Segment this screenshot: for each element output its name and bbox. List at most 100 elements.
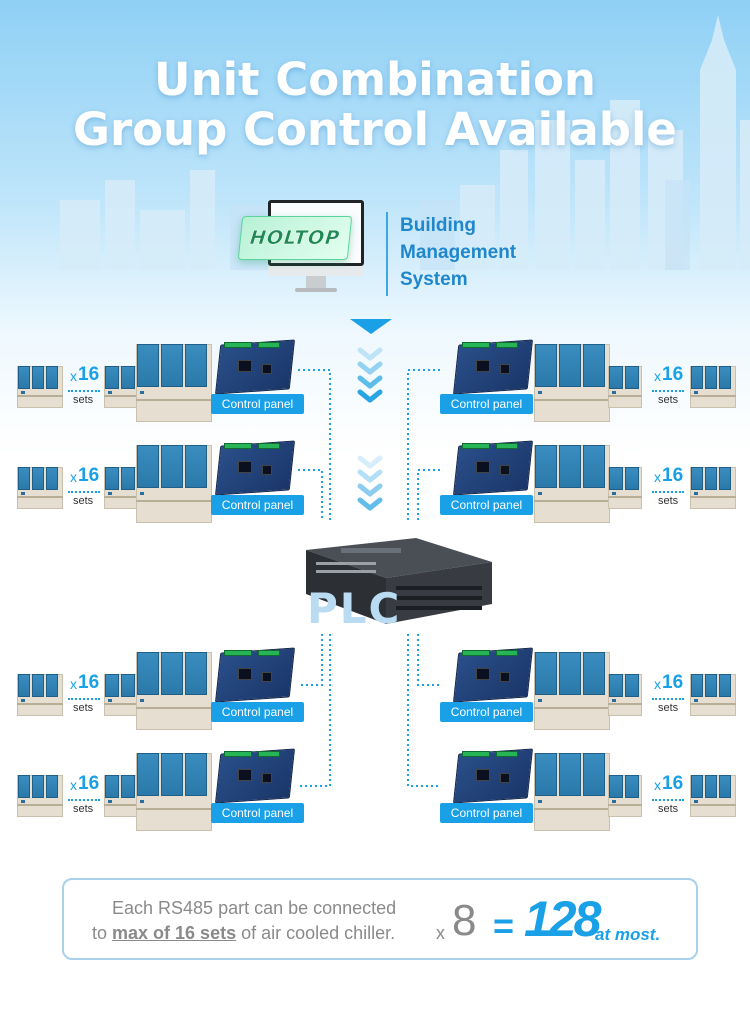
chiller-fan-panel (535, 652, 557, 695)
bms-monitor: HOLTOP (237, 196, 375, 298)
chiller-unit (534, 652, 610, 730)
formula-line-2-post: of air cooled chiller. (236, 923, 396, 943)
chiller-unit (136, 652, 212, 730)
multiplier-value: 16 (662, 773, 684, 794)
multiplier-unit: sets (73, 702, 94, 714)
control-board (214, 647, 296, 703)
chiller-unit (608, 467, 642, 509)
control-panel-label: Control panel (211, 803, 304, 823)
chiller-badge (694, 699, 698, 702)
chiller-badge (140, 699, 144, 702)
chiller-stripe (690, 395, 736, 397)
chiller-unit (136, 344, 212, 422)
board-terminal (462, 443, 490, 449)
chiller-fan-panel (161, 344, 183, 387)
chiller-unit (104, 366, 138, 408)
chiller-fan-panel (46, 775, 58, 798)
board-terminal (496, 342, 518, 348)
chiller-fan-panel (18, 775, 30, 798)
chiller-fan-panel (719, 775, 731, 798)
chiller-fan-panel (719, 366, 731, 389)
plc-device (306, 538, 492, 624)
chiller-fan-panel (105, 467, 119, 490)
chiller-unit (17, 775, 63, 817)
chiller-fan-panel (137, 652, 159, 695)
multiplier-unit: sets (658, 394, 679, 406)
headline: Unit Combination Group Control Available (0, 55, 750, 155)
multiplier-x: x (70, 777, 77, 793)
chiller-stripe (690, 703, 736, 705)
chiller-badge (108, 699, 112, 702)
chiller-badge (538, 699, 542, 702)
formula-suffix: at most. (595, 925, 661, 944)
chiller-badge (140, 800, 144, 803)
chiller-fan-panel (705, 674, 717, 697)
headline-line-1: Unit Combination (154, 53, 596, 106)
board-chip (476, 668, 490, 680)
chiller-fan-panel (18, 366, 30, 389)
chiller-unit (534, 753, 610, 831)
multiplier-dots (68, 390, 100, 392)
chiller-stripe (104, 395, 138, 397)
chiller-stripe (136, 707, 212, 709)
multiplier-value: 16 (662, 465, 684, 486)
chiller-fan-panel (719, 674, 731, 697)
board-terminal (258, 342, 280, 348)
chiller-stripe (534, 707, 610, 709)
board-terminal (258, 650, 280, 656)
chiller-fan-panel (105, 775, 119, 798)
chiller-stripe (534, 399, 610, 401)
chiller-badge (140, 492, 144, 495)
chiller-unit (17, 674, 63, 716)
board-terminal (462, 650, 490, 656)
chiller-stripe (136, 500, 212, 502)
chiller-fan-panel (161, 652, 183, 695)
chiller-badge (538, 492, 542, 495)
chiller-fan-panel (121, 366, 135, 389)
chiller-fan-panel (32, 366, 44, 389)
control-panel-label: Control panel (440, 702, 533, 722)
board-chip (262, 364, 272, 374)
chiller-stripe (136, 399, 212, 401)
bms-label-line: Building (400, 215, 476, 236)
control-panel-label: Control panel (440, 803, 533, 823)
board-chip (500, 465, 510, 475)
chiller-fan-panel (535, 753, 557, 796)
chiller-fan-panel (583, 753, 605, 796)
control-board (452, 647, 534, 703)
chiller-unit (136, 445, 212, 523)
chiller-fan-panel (18, 674, 30, 697)
board-terminal (462, 751, 490, 757)
board-chip (500, 364, 510, 374)
multiplier-unit: sets (658, 702, 679, 714)
city-skyline-background (60, 15, 750, 270)
chiller-fan-panel (185, 753, 207, 796)
chiller-stripe (690, 496, 736, 498)
control-panel-label: Control panel (440, 394, 533, 414)
chiller-fan-panel (625, 674, 639, 697)
chiller-fan-panel (625, 467, 639, 490)
board-terminal (496, 751, 518, 757)
formula-factor: 8 (452, 896, 477, 945)
chiller-badge (108, 391, 112, 394)
chiller-unit (104, 467, 138, 509)
chiller-unit (534, 445, 610, 523)
board-chip (238, 668, 252, 680)
chiller-unit (17, 366, 63, 408)
chiller-fan-panel (583, 652, 605, 695)
multiplier-unit: sets (73, 803, 94, 815)
chiller-fan-panel (137, 445, 159, 488)
multiplier-value: 16 (78, 364, 100, 385)
multiplier-x: x (654, 676, 661, 692)
chiller-fan-panel (185, 652, 207, 695)
chiller-unit (104, 775, 138, 817)
chiller-fan-panel (185, 344, 207, 387)
multiplier-dots (652, 390, 684, 392)
chiller-badge (612, 492, 616, 495)
headline-line-2: Group Control Available (73, 103, 677, 156)
multiplier-x: x (70, 368, 77, 384)
board-terminal (258, 443, 280, 449)
